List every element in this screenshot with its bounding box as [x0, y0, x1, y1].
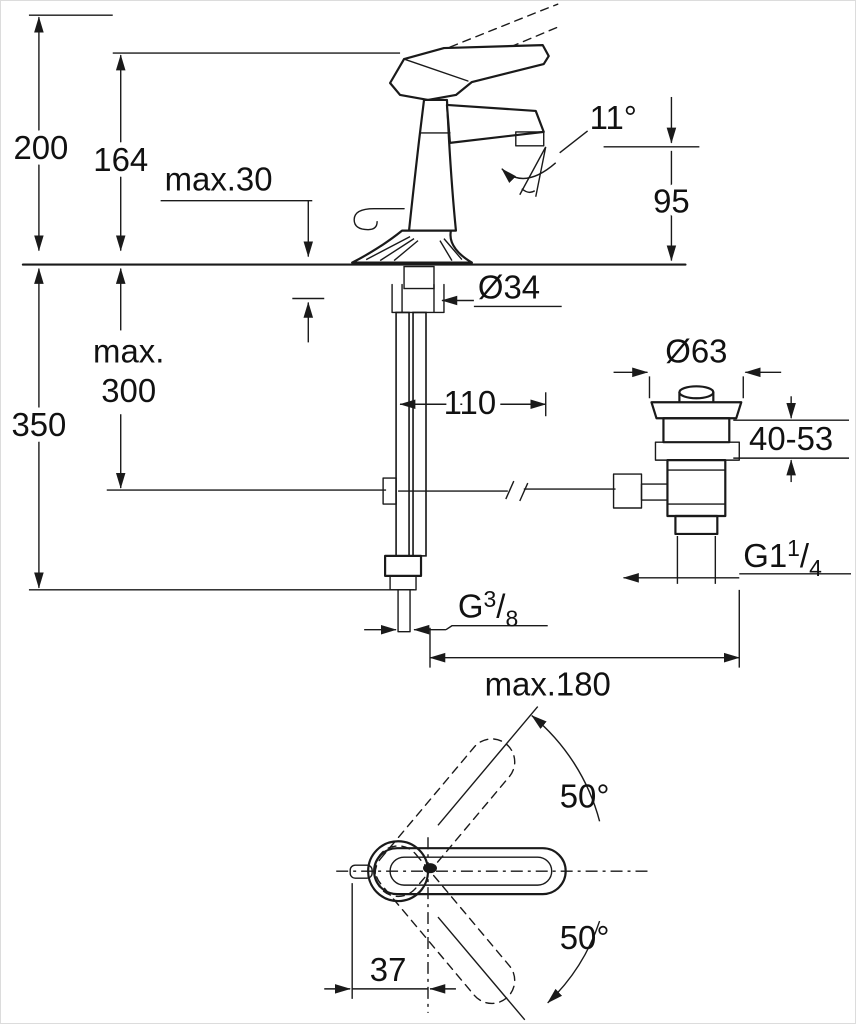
- handle-tip-tab: [349, 864, 373, 879]
- dim-label-95: 95: [653, 183, 690, 220]
- faucet-body: [353, 98, 545, 232]
- pop-up-waste: [612, 385, 743, 536]
- dim-label-max300-line1: max.: [93, 332, 164, 369]
- dim-label-g1-1-4: G11/4: [743, 535, 822, 581]
- waste-thread-pipe: [674, 514, 719, 536]
- dim-label-200: 200: [13, 129, 68, 166]
- dim-label-164: 164: [93, 141, 148, 178]
- dim-label-350: 350: [11, 406, 66, 443]
- dimensions-side: 200 164 max.30 11° 95 Ø34 max. 30: [6, 14, 852, 703]
- side-view: 200 164 max.30 11° 95 Ø34 max. 30: [6, 3, 852, 703]
- spout-angle-annotation: [501, 130, 589, 197]
- dim-label-37: 37: [370, 951, 407, 988]
- dim-label-11deg: 11°: [590, 99, 637, 136]
- swing-arc-upper: [531, 714, 601, 822]
- pop-up-rod: [382, 477, 616, 505]
- waste-flange: [650, 401, 743, 420]
- waste-lock-ring: [654, 441, 740, 461]
- water-arrow: [501, 162, 557, 184]
- dim-label-max30: max.30: [165, 161, 273, 198]
- handle-plan: [349, 840, 567, 903]
- swing-ray-upper: [437, 706, 539, 826]
- waste-plug-knob: [678, 385, 715, 400]
- plan-view: 50° 50° 37: [324, 706, 648, 1021]
- swing-arc-lower: [547, 920, 601, 1004]
- lever-handle: [388, 43, 550, 102]
- dim-label-max300-line2: 300: [101, 372, 156, 409]
- dim-label-g3-8: G3/8: [458, 586, 518, 632]
- rod-clamp: [382, 477, 397, 505]
- dim-label-110: 110: [444, 384, 496, 421]
- flexible-hoses: [395, 311, 427, 557]
- aerator: [515, 131, 545, 147]
- dim-label-50deg-lower: 50°: [560, 919, 610, 956]
- dim-label-dia63: Ø63: [665, 332, 727, 369]
- body-hook: [353, 208, 405, 231]
- hose-connector-nut: [384, 554, 423, 633]
- handle-dot: [423, 863, 437, 874]
- dim-label-50deg-upper: 50°: [560, 777, 610, 814]
- mounting-shank: [391, 265, 445, 314]
- swing-ray-lower: [437, 916, 526, 1021]
- base-flange: [351, 229, 473, 264]
- dim-label-max180: max.180: [485, 666, 611, 703]
- dim-label-dia34: Ø34: [478, 268, 540, 305]
- dim-label-40-53: 40-53: [749, 420, 833, 457]
- rod-knurled-knob: [612, 473, 643, 509]
